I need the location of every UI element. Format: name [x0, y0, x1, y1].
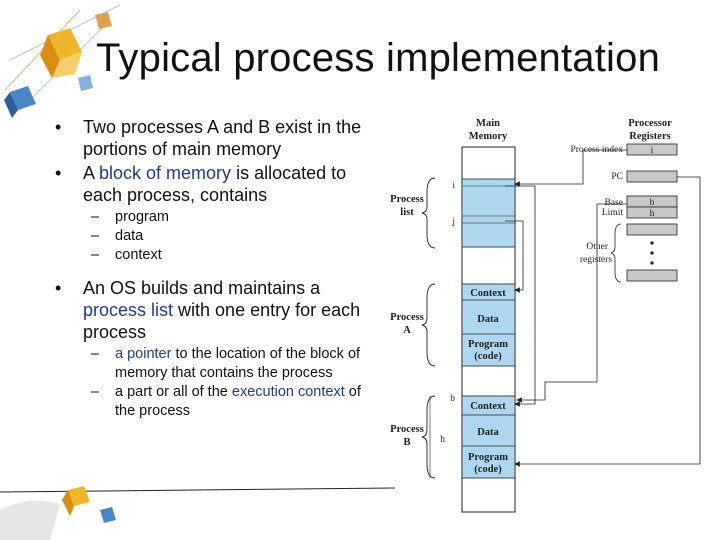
list-index-j: j — [451, 217, 455, 227]
base-label: Base — [605, 198, 623, 208]
program-label: (code) — [474, 351, 502, 362]
processor-registers-label: Registers — [629, 131, 670, 142]
register — [626, 269, 678, 282]
highlight-term: context — [297, 384, 345, 400]
sub-bullet-text: program — [115, 209, 169, 225]
register — [626, 223, 678, 236]
bullet-dot: • — [55, 117, 62, 137]
bullet-text: An OS builds and maintains a process lis… — [83, 277, 385, 343]
text-segment: a part or all of the — [115, 384, 232, 400]
sub-bullet-dash: – — [91, 247, 100, 263]
limit-label: Limit — [602, 208, 623, 218]
process-list-label: list — [400, 207, 414, 218]
processor-registers-label: Processor — [628, 118, 672, 129]
sub-bullet-item: – a part or all of the execution context… — [91, 383, 385, 421]
address-h: h — [440, 435, 445, 445]
data-label: Data — [477, 427, 499, 438]
text-segment: with one entry for each process — [83, 300, 361, 342]
bullet-text: A block of memory is allocated to each p… — [83, 162, 385, 206]
text-segment: An OS builds and maintains a — [83, 278, 321, 298]
sub-bullet-item: – data — [91, 227, 385, 246]
highlight-term: execution — [231, 384, 294, 400]
other-registers-label: registers — [580, 255, 612, 265]
decorative-cubes-top — [4, 4, 121, 118]
process-list-region — [461, 178, 516, 248]
process-b-label: Process — [390, 424, 424, 435]
bullet-item: • A block of memory is allocated to each… — [55, 162, 385, 206]
bullet-text: Two processes A and B exist in the porti… — [83, 117, 362, 159]
sub-bullet-text: a pointer to the location of the block o… — [115, 345, 385, 383]
spacer — [55, 265, 385, 277]
process-index-register — [626, 143, 678, 156]
pc-label: PC — [611, 172, 623, 182]
process-a-region — [461, 283, 516, 367]
main-memory-label: Main — [476, 118, 500, 129]
process-b-region — [461, 395, 516, 479]
bullet-item: • Two processes A and B exist in the por… — [55, 116, 385, 160]
other-registers-label: Other — [586, 242, 608, 252]
decorative-cubes-bottom — [0, 486, 396, 540]
context-label: Context — [470, 401, 506, 412]
data-label: Data — [477, 314, 499, 325]
process-b-label: B — [403, 437, 410, 448]
sub-bullet-dash: – — [91, 346, 100, 362]
sub-bullet-dash: – — [91, 209, 100, 225]
context-label: Context — [470, 288, 506, 299]
sub-bullet-item: – context — [91, 246, 385, 265]
sub-bullet-text: context — [115, 247, 162, 263]
sub-bullet-item: – program — [91, 208, 385, 227]
sub-bullet-dash: – — [91, 228, 100, 244]
program-label: Program — [468, 339, 508, 350]
sub-bullet-text: data — [115, 228, 144, 244]
highlight-term: a pointer — [115, 346, 172, 362]
bullet-item: • An OS builds and maintains a process l… — [55, 277, 385, 343]
sub-bullet-dash: – — [91, 384, 100, 400]
limit-value: h — [650, 209, 655, 219]
list-index-i: i — [452, 181, 455, 191]
address-b: b — [450, 394, 455, 404]
page-title: Typical process implementation — [96, 36, 661, 80]
bullet-dot: • — [55, 278, 62, 298]
bullet-dot: • — [55, 163, 62, 183]
process-a-label: A — [403, 325, 411, 336]
limit-register — [626, 206, 678, 219]
process-list-label: Process — [390, 194, 424, 205]
sub-bullet-item: – a pointer to the location of the block… — [91, 345, 385, 383]
text-segment: to the location of the block of memory t… — [115, 346, 361, 381]
highlight-term: block of memory — [99, 163, 232, 183]
pc-register — [626, 170, 678, 183]
sub-bullet-text: a part or all of the execution context o… — [115, 383, 385, 421]
base-value: b — [650, 198, 655, 208]
memory-diagram: Main Memory Processor Registers Context … — [390, 118, 701, 513]
main-memory-label: Memory — [469, 131, 508, 142]
process-index-value: i — [651, 146, 654, 156]
text-segment: A — [83, 163, 100, 183]
text-segment: of the process — [115, 384, 361, 419]
highlight-term: process list — [83, 300, 174, 320]
program-label: (code) — [474, 464, 502, 475]
bullet-list: • Two processes A and B exist in the por… — [55, 116, 385, 421]
program-label: Program — [468, 452, 508, 463]
text-segment: is allocated to each process, contains — [83, 163, 347, 205]
process-a-label: Process — [390, 312, 424, 323]
